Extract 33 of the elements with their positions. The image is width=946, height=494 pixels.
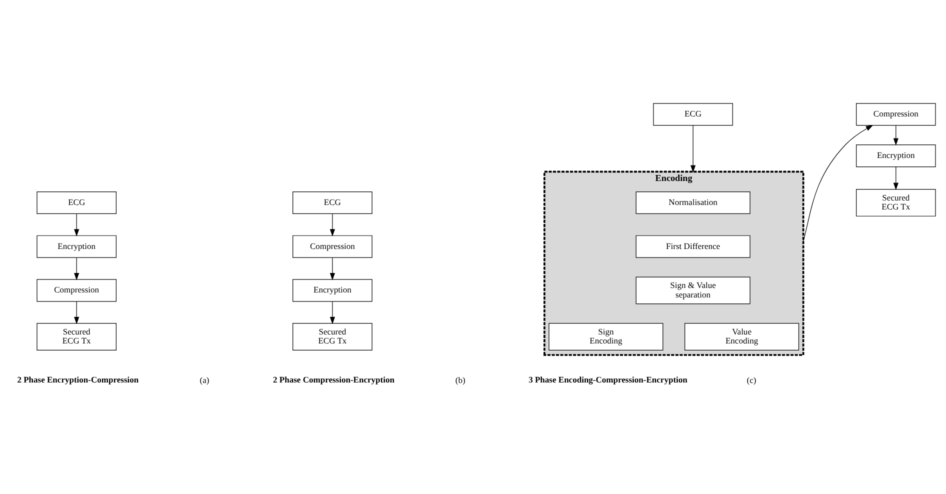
- node-box: Secured ECG Tx: [856, 188, 936, 216]
- node-box: Sign Encoding: [548, 322, 664, 350]
- arrow: [74, 213, 80, 236]
- node-box: Sign & Value separation: [636, 276, 750, 304]
- label: (a): [200, 374, 210, 384]
- arrow: [74, 256, 80, 280]
- node-box: Value Encoding: [684, 322, 800, 350]
- arrow: [330, 300, 335, 324]
- node-box: Secured ECG Tx: [36, 322, 116, 350]
- label: (b): [455, 374, 466, 384]
- node-box: Compression: [292, 234, 372, 258]
- label: 2 Phase Encryption-Compression: [17, 374, 139, 384]
- node-box: First Difference: [636, 234, 750, 258]
- arrow: [893, 166, 898, 190]
- label: 3 Phase Encoding-Compression-Encryption: [528, 374, 688, 384]
- node-box: ECG: [36, 190, 116, 214]
- label: (c): [746, 374, 756, 384]
- node-box: Compression: [36, 278, 116, 302]
- node-box: Encryption: [36, 234, 116, 258]
- node-box: Compression: [856, 102, 936, 126]
- arrow: [690, 124, 696, 172]
- node-box: ECG: [292, 190, 372, 214]
- label: 2 Phase Compression-Encryption: [273, 374, 394, 384]
- arrow: [330, 213, 335, 236]
- arrow: [74, 300, 80, 324]
- arrow: [803, 124, 874, 241]
- arrow: [330, 256, 335, 280]
- node-box: ECG: [653, 102, 733, 126]
- node-box: Normalisation: [636, 190, 750, 214]
- node-box: Encryption: [856, 144, 936, 167]
- arrow: [893, 124, 898, 145]
- node-box: Secured ECG Tx: [292, 322, 372, 350]
- node-box: Encryption: [292, 278, 372, 302]
